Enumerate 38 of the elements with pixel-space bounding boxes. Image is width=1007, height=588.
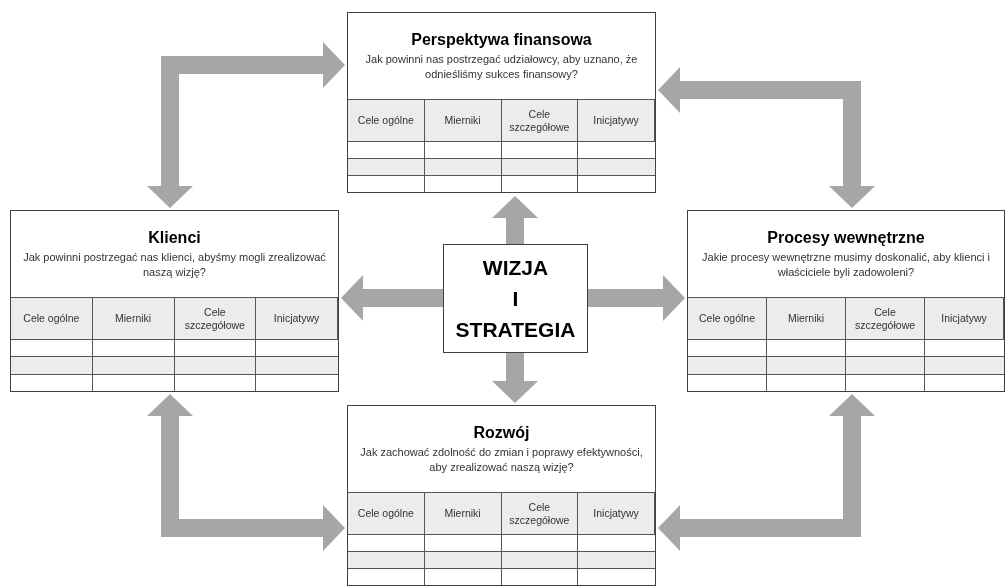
column-header: Cele szczegółowe: [846, 297, 925, 339]
panel-title: Procesy wewnętrzne: [767, 228, 925, 248]
column-header: Inicjatywy: [925, 297, 1004, 339]
column-header: Cele szczegółowe: [501, 99, 579, 141]
column-header: Inicjatywy: [256, 297, 338, 339]
block-arrow: [147, 42, 345, 208]
column-header: Cele szczegółowe: [501, 492, 579, 534]
panel-question: Jak powinni nas postrzegać udziałowcy, aby uznano, że odnieśliśmy sukces finansowy?: [364, 52, 639, 82]
block-arrow: [147, 394, 345, 551]
column-header: Cele ogólne: [11, 297, 93, 339]
panel-title: Rozwój: [473, 423, 530, 443]
block-arrow: [341, 275, 443, 321]
column-header: Mierniki: [424, 492, 502, 534]
block-arrow: [492, 196, 538, 244]
panel-title: Perspektywa finansowa: [411, 30, 592, 50]
block-arrow: [588, 275, 685, 321]
panel-title: Klienci: [148, 228, 201, 248]
perspective-panel: [347, 405, 656, 586]
block-arrow: [492, 353, 538, 403]
panel-question: Jakie procesy wewnętrzne musimy doskonalić, aby klienci i właściciele byli zadowoleni?: [701, 250, 991, 280]
column-header: Mierniki: [92, 297, 175, 339]
column-header: Cele szczegółowe: [174, 297, 257, 339]
column-header: Cele ogólne: [688, 297, 767, 339]
column-header: Inicjatywy: [578, 99, 655, 141]
perspective-panel: [347, 12, 656, 193]
column-header: Cele ogólne: [348, 492, 425, 534]
panel-question: Jak powinni postrzegać nas klienci, abyśmy mogli zrealizować naszą wizję?: [22, 250, 327, 280]
block-arrow: [658, 67, 875, 208]
column-header: Mierniki: [767, 297, 846, 339]
column-header: Inicjatywy: [578, 492, 655, 534]
vision-title: WIZJA I STRATEGIA: [454, 255, 577, 343]
perspective-panel: [10, 210, 339, 392]
column-header: Mierniki: [424, 99, 502, 141]
column-header: Cele ogólne: [348, 99, 425, 141]
perspective-panel: [687, 210, 1005, 392]
block-arrow: [658, 394, 875, 551]
vision-box: [443, 244, 588, 353]
panel-question: Jak zachować zdolność do zmian i poprawy efektywności, aby zrealizować naszą wizję?: [359, 445, 644, 475]
